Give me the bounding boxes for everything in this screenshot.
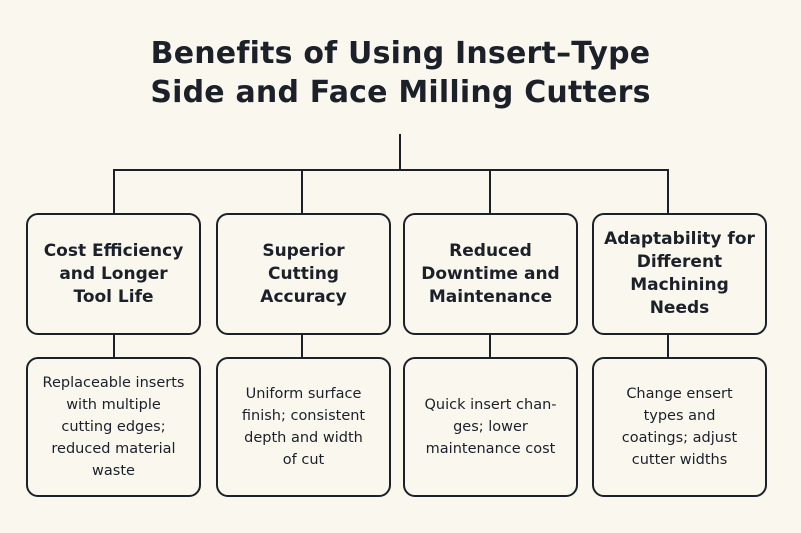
connector-trunk-vertical	[399, 134, 401, 170]
connector-drop-3	[489, 169, 491, 213]
branch-detail-1[interactable]: Replaceable inserts with multiple cuttin…	[26, 357, 201, 497]
branch-detail-3-label: Quick insert chan- ges; lower maintenanc…	[424, 397, 557, 457]
connector-link-2	[301, 333, 303, 357]
branch-heading-1[interactable]: Cost Efficiency and Longer Tool Life	[26, 213, 201, 335]
branch-detail-4[interactable]: Change ensert types and coatings; adjust…	[592, 357, 767, 497]
connector-drop-2	[301, 169, 303, 213]
connector-drop-4	[667, 169, 669, 213]
branch-heading-2[interactable]: Superior Cutting Accuracy	[216, 213, 391, 335]
branch-heading-3-label: Reduced Downtime and Maintenance	[421, 240, 560, 307]
branch-heading-4[interactable]: Adaptability for Different Machining Nee…	[592, 213, 767, 335]
branch-heading-4-label: Adaptability for Different Machining Nee…	[604, 229, 755, 318]
branch-detail-2-label: Uniform surface finish; consistent depth…	[241, 386, 366, 468]
connector-drop-1	[113, 169, 115, 213]
branch-detail-1-label: Replaceable inserts with multiple cuttin…	[42, 375, 185, 479]
branch-heading-1-label: Cost Efficiency and Longer Tool Life	[43, 240, 184, 307]
page-title-line-2: Side and Face Milling Cutters	[150, 75, 651, 110]
branch-detail-4-label: Change ensert types and coatings; adjust…	[621, 386, 738, 468]
connector-link-1	[113, 333, 115, 357]
branch-heading-2-label: Superior Cutting Accuracy	[260, 240, 347, 307]
connector-link-3	[489, 333, 491, 357]
branch-detail-2[interactable]: Uniform surface finish; consistent depth…	[216, 357, 391, 497]
branch-detail-3[interactable]: Quick insert chan- ges; lower maintenanc…	[403, 357, 578, 497]
page-title: Benefits of Using Insert–Type Side and F…	[0, 34, 801, 112]
branch-heading-3[interactable]: Reduced Downtime and Maintenance	[403, 213, 578, 335]
page-title-line-1: Benefits of Using Insert–Type	[150, 36, 651, 71]
connector-link-4	[667, 333, 669, 357]
connector-horizontal-bar	[113, 169, 669, 171]
